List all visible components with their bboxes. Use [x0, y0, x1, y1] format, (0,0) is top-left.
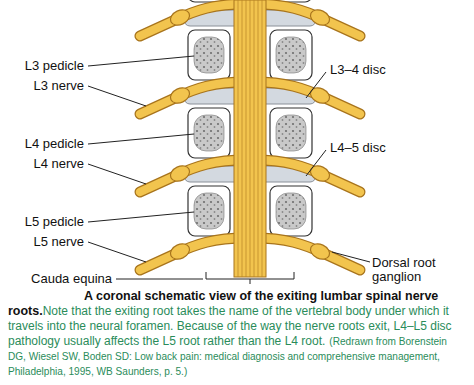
nerve-root — [254, 82, 360, 114]
anatomy-label: L4 nerve — [33, 156, 84, 171]
anatomy-label: Dorsal root ganglion — [372, 256, 456, 284]
pedicle-block — [188, 186, 230, 236]
anatomy-label: Cauda equina — [31, 271, 112, 286]
pedicle-block — [188, 30, 230, 80]
anatomy-label: L5 pedicle — [25, 214, 84, 229]
cauda-equina-bundle — [234, 0, 266, 277]
nerve-root — [254, 4, 360, 36]
nerve-root — [254, 160, 360, 192]
pedicle-block — [270, 108, 312, 158]
nerve-root — [254, 238, 360, 270]
bracket — [206, 272, 294, 284]
leader-line — [116, 279, 203, 280]
leader-line — [306, 72, 370, 262]
anatomy-label: L5 nerve — [33, 234, 84, 249]
pedicle-block — [270, 30, 312, 80]
leader-line — [88, 56, 194, 262]
anatomy-label: L3 pedicle — [25, 58, 84, 73]
pedicle-block — [270, 186, 312, 236]
nerve-strands — [238, 0, 262, 277]
anatomy-label: L4 pedicle — [25, 136, 84, 151]
nerve-root — [140, 160, 246, 192]
nerve-root — [140, 238, 246, 270]
nerve-root — [140, 82, 246, 114]
pedicle-block — [188, 108, 230, 158]
nerve-root — [140, 4, 246, 36]
anatomy-label: L4–5 disc — [330, 140, 386, 155]
anatomy-label: L3–4 disc — [330, 62, 386, 77]
anatomy-label: L3 nerve — [33, 78, 84, 93]
caption-block: A coronal schematic view of the exiting … — [8, 289, 466, 379]
